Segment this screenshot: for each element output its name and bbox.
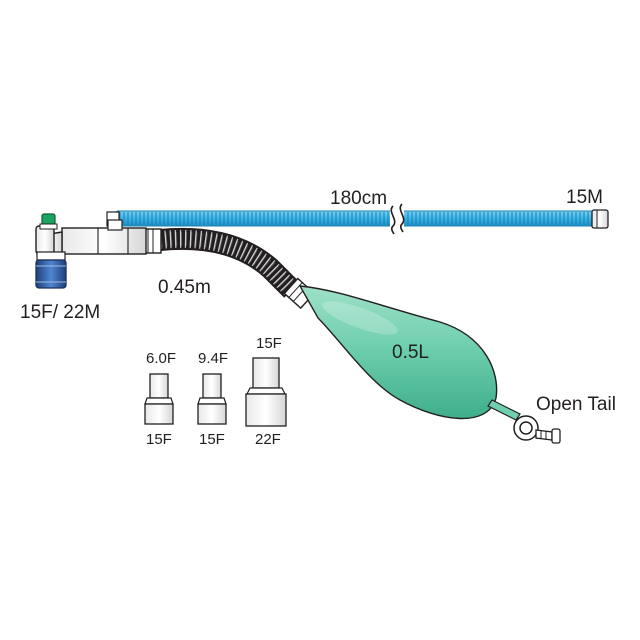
black-corrugated-limb	[142, 227, 316, 310]
hose-length-label: 180cm	[330, 188, 387, 209]
adapter-bottom-label: 15F	[199, 431, 225, 448]
hose-ribs	[119, 212, 589, 225]
break-mark-icon	[399, 203, 405, 233]
adapter-9-4f	[197, 373, 227, 425]
adapter-15f-22f	[245, 357, 287, 427]
blue-connector	[35, 259, 67, 289]
adapter-6-0f	[144, 373, 174, 425]
adapter-top-label: 6.0F	[146, 350, 176, 367]
reservoir-bag	[298, 285, 521, 421]
blue-corrugated-hose	[106, 203, 609, 235]
limb-length-label: 0.45m	[158, 277, 211, 298]
adapter-top-label: 15F	[256, 335, 282, 352]
hose-end-cuff	[591, 209, 609, 229]
tail-label: Open Tail	[536, 394, 616, 415]
elbow-connector	[35, 213, 147, 289]
adapter-bottom-label: 22F	[255, 431, 281, 448]
bag-volume-label: 0.5L	[392, 342, 429, 363]
adapter-bottom-label: 15F	[146, 431, 172, 448]
break-mark-icon	[390, 205, 396, 235]
open-tail-valve	[513, 415, 561, 444]
hose-end-label: 15M	[566, 187, 603, 208]
adapter-top-label: 9.4F	[198, 350, 228, 367]
connector-label: 15F/ 22M	[20, 302, 100, 323]
